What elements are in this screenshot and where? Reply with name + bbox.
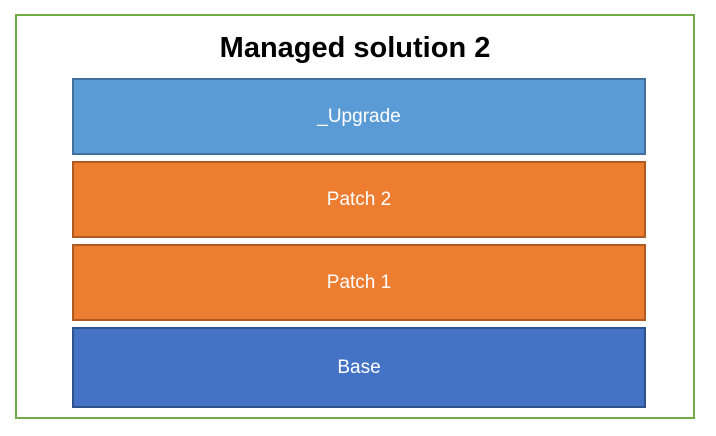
- layer-stack: _Upgrade Patch 2 Patch 1 Base: [72, 78, 646, 408]
- layer-label-patch-2: Patch 2: [326, 188, 392, 210]
- diagram-title: Managed solution 2: [219, 32, 491, 64]
- layer-label-upgrade: _Upgrade: [317, 105, 401, 127]
- slide-frame: Managed solution 2 _Upgrade Patch 2 Patc…: [15, 14, 695, 419]
- layer-upgrade: _Upgrade: [72, 78, 646, 155]
- layer-patch-2: Patch 2: [72, 161, 646, 238]
- layer-label-base: Base: [337, 356, 381, 378]
- layer-patch-1: Patch 1: [72, 244, 646, 321]
- layer-label-patch-1: Patch 1: [326, 271, 392, 293]
- layer-base: Base: [72, 327, 646, 408]
